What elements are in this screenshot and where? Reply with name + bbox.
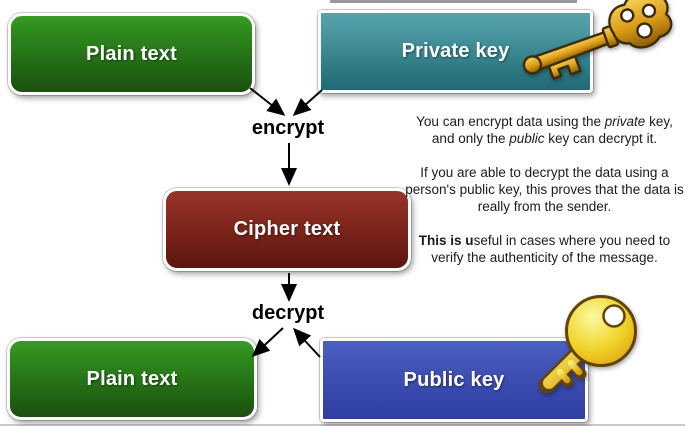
explainer-paragraph-2: If you are able to decrypt the data usin… (405, 165, 684, 214)
decrypt-label: decrypt (251, 302, 325, 324)
node-label: Plain text (86, 367, 178, 390)
explainer-paragraph-3: This is useful in cases where you need t… (418, 233, 671, 265)
public-key-icon (538, 295, 637, 393)
node-label: Public key (403, 368, 505, 391)
explainer-paragraph-1: You can encrypt data using the private k… (416, 114, 673, 146)
arrow-publickey-to-decrypt (292, 327, 321, 358)
node-label: Private key (401, 40, 510, 62)
node-label: Plain text (86, 42, 177, 65)
private-key-icon (522, 0, 673, 80)
node-cipher-text: Cipher text (163, 188, 411, 271)
bottom-rule (0, 424, 685, 426)
arrow-plaintext-to-encrypt (249, 87, 286, 116)
arrow-decrypt-to-plaintext (251, 327, 284, 358)
encrypt-label: encrypt (251, 117, 325, 139)
top-edge-strip (330, 0, 577, 3)
node-plain-text-bottom: Plain text (7, 338, 257, 420)
node-plain-text-top: Plain text (8, 13, 255, 95)
arrow-privatekey-to-encrypt (292, 89, 323, 116)
node-label: Cipher text (233, 218, 341, 240)
explainer-text: You can encrypt data using the private k… (404, 113, 685, 283)
